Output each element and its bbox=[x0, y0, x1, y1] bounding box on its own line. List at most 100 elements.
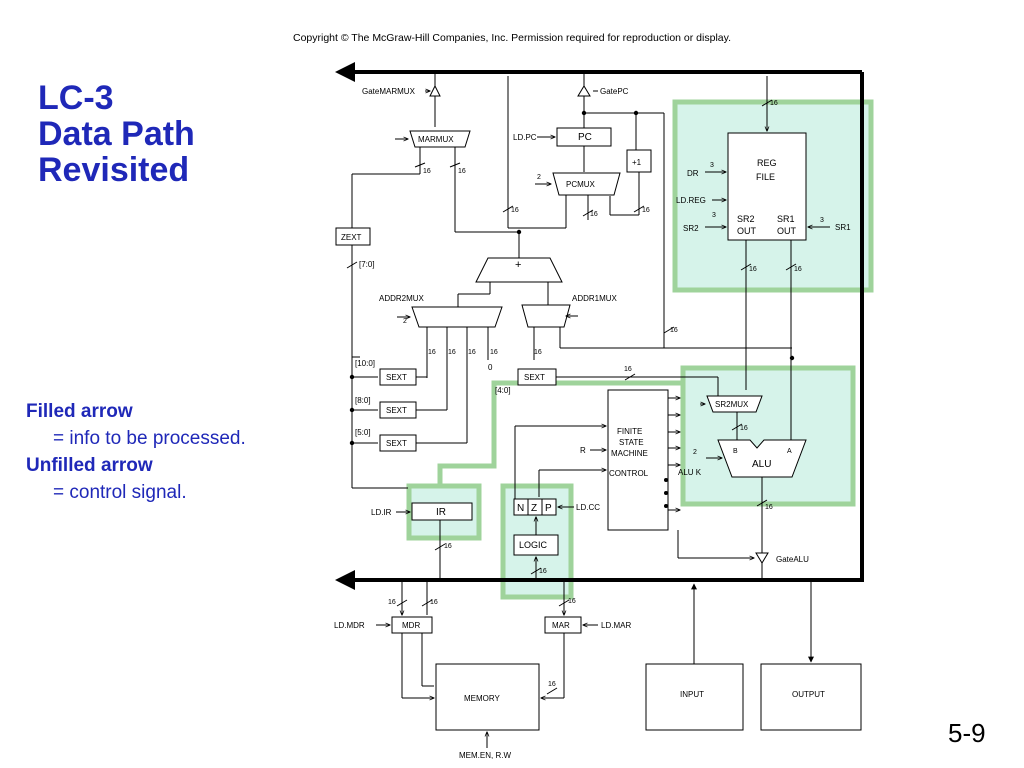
width-16-mdr-b: 16 bbox=[430, 599, 438, 606]
instruction-register bbox=[411, 502, 473, 521]
slide-title: LC-3 Data Path Revisited bbox=[38, 80, 195, 188]
width-3-sr1: 3 bbox=[820, 217, 824, 224]
sr2-in-label: SR2 bbox=[683, 224, 699, 233]
sext-4-0-label: SEXT bbox=[524, 373, 545, 382]
zero-label: 0 bbox=[488, 363, 493, 372]
fsm-line-1: FINITE bbox=[617, 427, 642, 436]
alu-b-label: B bbox=[733, 448, 738, 455]
bits-7-0-label: [7:0] bbox=[359, 260, 375, 269]
legend-filled-heading: Filled arrow bbox=[26, 401, 133, 422]
width-16-plus1: 16 bbox=[642, 207, 650, 214]
sr2mux-label: SR2MUX bbox=[715, 400, 749, 409]
width-16-sext40: 16 bbox=[624, 366, 632, 373]
fsm-line-2: STATE bbox=[619, 438, 644, 447]
control-label: CONTROL bbox=[609, 469, 649, 478]
width-16-mem: 16 bbox=[548, 681, 556, 688]
mar-register bbox=[544, 616, 582, 634]
fsm-line-3: MACHINE bbox=[611, 449, 648, 458]
marmux-shape bbox=[409, 130, 471, 148]
sext-10-0-label: SEXT bbox=[386, 373, 407, 382]
sext-8-0-label: SEXT bbox=[386, 406, 407, 415]
gate-marmux-label: GateMARMUX bbox=[362, 87, 416, 96]
width-16-pcmux-b: 16 bbox=[590, 211, 598, 218]
width-16-marmux-a: 16 bbox=[423, 168, 431, 175]
finite-state-machine bbox=[607, 389, 669, 531]
adder-label: + bbox=[515, 259, 521, 271]
n-label: N bbox=[517, 503, 524, 514]
mem-en-label: MEM.EN, R.W bbox=[459, 751, 511, 760]
mdr-register bbox=[391, 616, 433, 634]
alu-highlight bbox=[680, 365, 856, 507]
width-16-alu: 16 bbox=[765, 504, 773, 511]
zext-label: ZEXT bbox=[341, 233, 362, 242]
ld-mar-label: LD.MAR bbox=[601, 621, 631, 630]
arrow-legend: Filled arrow = info to be processed. Unf… bbox=[26, 398, 246, 506]
width-16-ir: 16 bbox=[444, 543, 452, 550]
bits-4-0-label: [4:0] bbox=[495, 386, 511, 395]
bits-8-0-label: [8:0] bbox=[355, 396, 371, 405]
sr2-out-label: SR2 bbox=[737, 214, 755, 224]
width-16-sr2out: 16 bbox=[749, 266, 757, 273]
width-3-sr2: 3 bbox=[712, 212, 716, 219]
bits-5-0-label: [5:0] bbox=[355, 428, 371, 437]
width-16-a2-2: 16 bbox=[448, 349, 456, 356]
addr2mux-shape bbox=[411, 306, 503, 328]
dr-label: DR bbox=[687, 169, 699, 178]
memory-block bbox=[435, 663, 540, 731]
aluk-label: ALU K bbox=[678, 468, 702, 477]
plus-one-label: +1 bbox=[632, 158, 642, 167]
width-2-pcmux: 2 bbox=[537, 174, 541, 181]
title-line-3: Revisited bbox=[38, 151, 190, 189]
input-label: INPUT bbox=[680, 690, 704, 699]
z-label: Z bbox=[531, 503, 537, 514]
mdr-label: MDR bbox=[402, 621, 420, 630]
legend-filled-desc: = info to be processed. bbox=[53, 428, 246, 449]
zext-box bbox=[335, 227, 371, 246]
gate-marmux-tristate bbox=[429, 84, 441, 97]
reg-label: REG bbox=[757, 158, 777, 168]
alu-a-label: A bbox=[787, 448, 792, 455]
width-16-mar: 16 bbox=[568, 598, 576, 605]
out2-label: OUT bbox=[737, 226, 757, 236]
file-label: FILE bbox=[756, 172, 775, 182]
pcmux-label: PCMUX bbox=[566, 180, 596, 189]
buses bbox=[335, 62, 864, 590]
ld-mdr-label: LD.MDR bbox=[334, 621, 365, 630]
width-16-a2-3: 16 bbox=[468, 349, 476, 356]
width-16-mdr-a: 16 bbox=[388, 599, 396, 606]
gate-pc-tristate bbox=[577, 85, 591, 97]
width-16-a1: 16 bbox=[534, 349, 542, 356]
width-16-a2-4: 16 bbox=[490, 349, 498, 356]
nzp-cc bbox=[513, 498, 557, 516]
ir-label: IR bbox=[436, 507, 446, 518]
addr1mux-shape bbox=[521, 304, 571, 328]
width-16-regin: 16 bbox=[770, 100, 778, 107]
width-16-logic: 16 bbox=[539, 568, 547, 575]
ld-cc-label: LD.CC bbox=[576, 503, 600, 512]
sr1-in-label: SR1 bbox=[835, 223, 851, 232]
width-16-marmux-b: 16 bbox=[458, 168, 466, 175]
output-label: OUTPUT bbox=[792, 690, 825, 699]
addr1mux-label: ADDR1MUX bbox=[572, 294, 618, 303]
ld-pc-label: LD.PC bbox=[513, 133, 537, 142]
width-16-pcmux-a: 16 bbox=[511, 207, 519, 214]
bits-10-0-label: [10:0] bbox=[355, 359, 375, 368]
marmux-label: MARMUX bbox=[418, 135, 454, 144]
legend-unfilled-heading: Unfilled arrow bbox=[26, 455, 153, 476]
adder-shape bbox=[475, 257, 563, 283]
title-line-2: Data Path bbox=[38, 115, 195, 153]
ld-reg-label: LD.REG bbox=[676, 196, 706, 205]
width-16-addr1: 16 bbox=[670, 327, 678, 334]
sr2mux-shape bbox=[706, 395, 763, 413]
width-2-addr2mux: 2 bbox=[403, 318, 407, 325]
width-2-aluk: 2 bbox=[693, 449, 697, 456]
alu-label: ALU bbox=[752, 459, 771, 470]
width-16-sr1out: 16 bbox=[794, 266, 802, 273]
width-3-dr: 3 bbox=[710, 162, 714, 169]
alu-shape bbox=[717, 439, 807, 478]
logic-label: LOGIC bbox=[519, 540, 548, 550]
sext-5-0-label: SEXT bbox=[386, 439, 407, 448]
input-device bbox=[645, 663, 744, 731]
gate-alu-tristate bbox=[755, 552, 769, 564]
